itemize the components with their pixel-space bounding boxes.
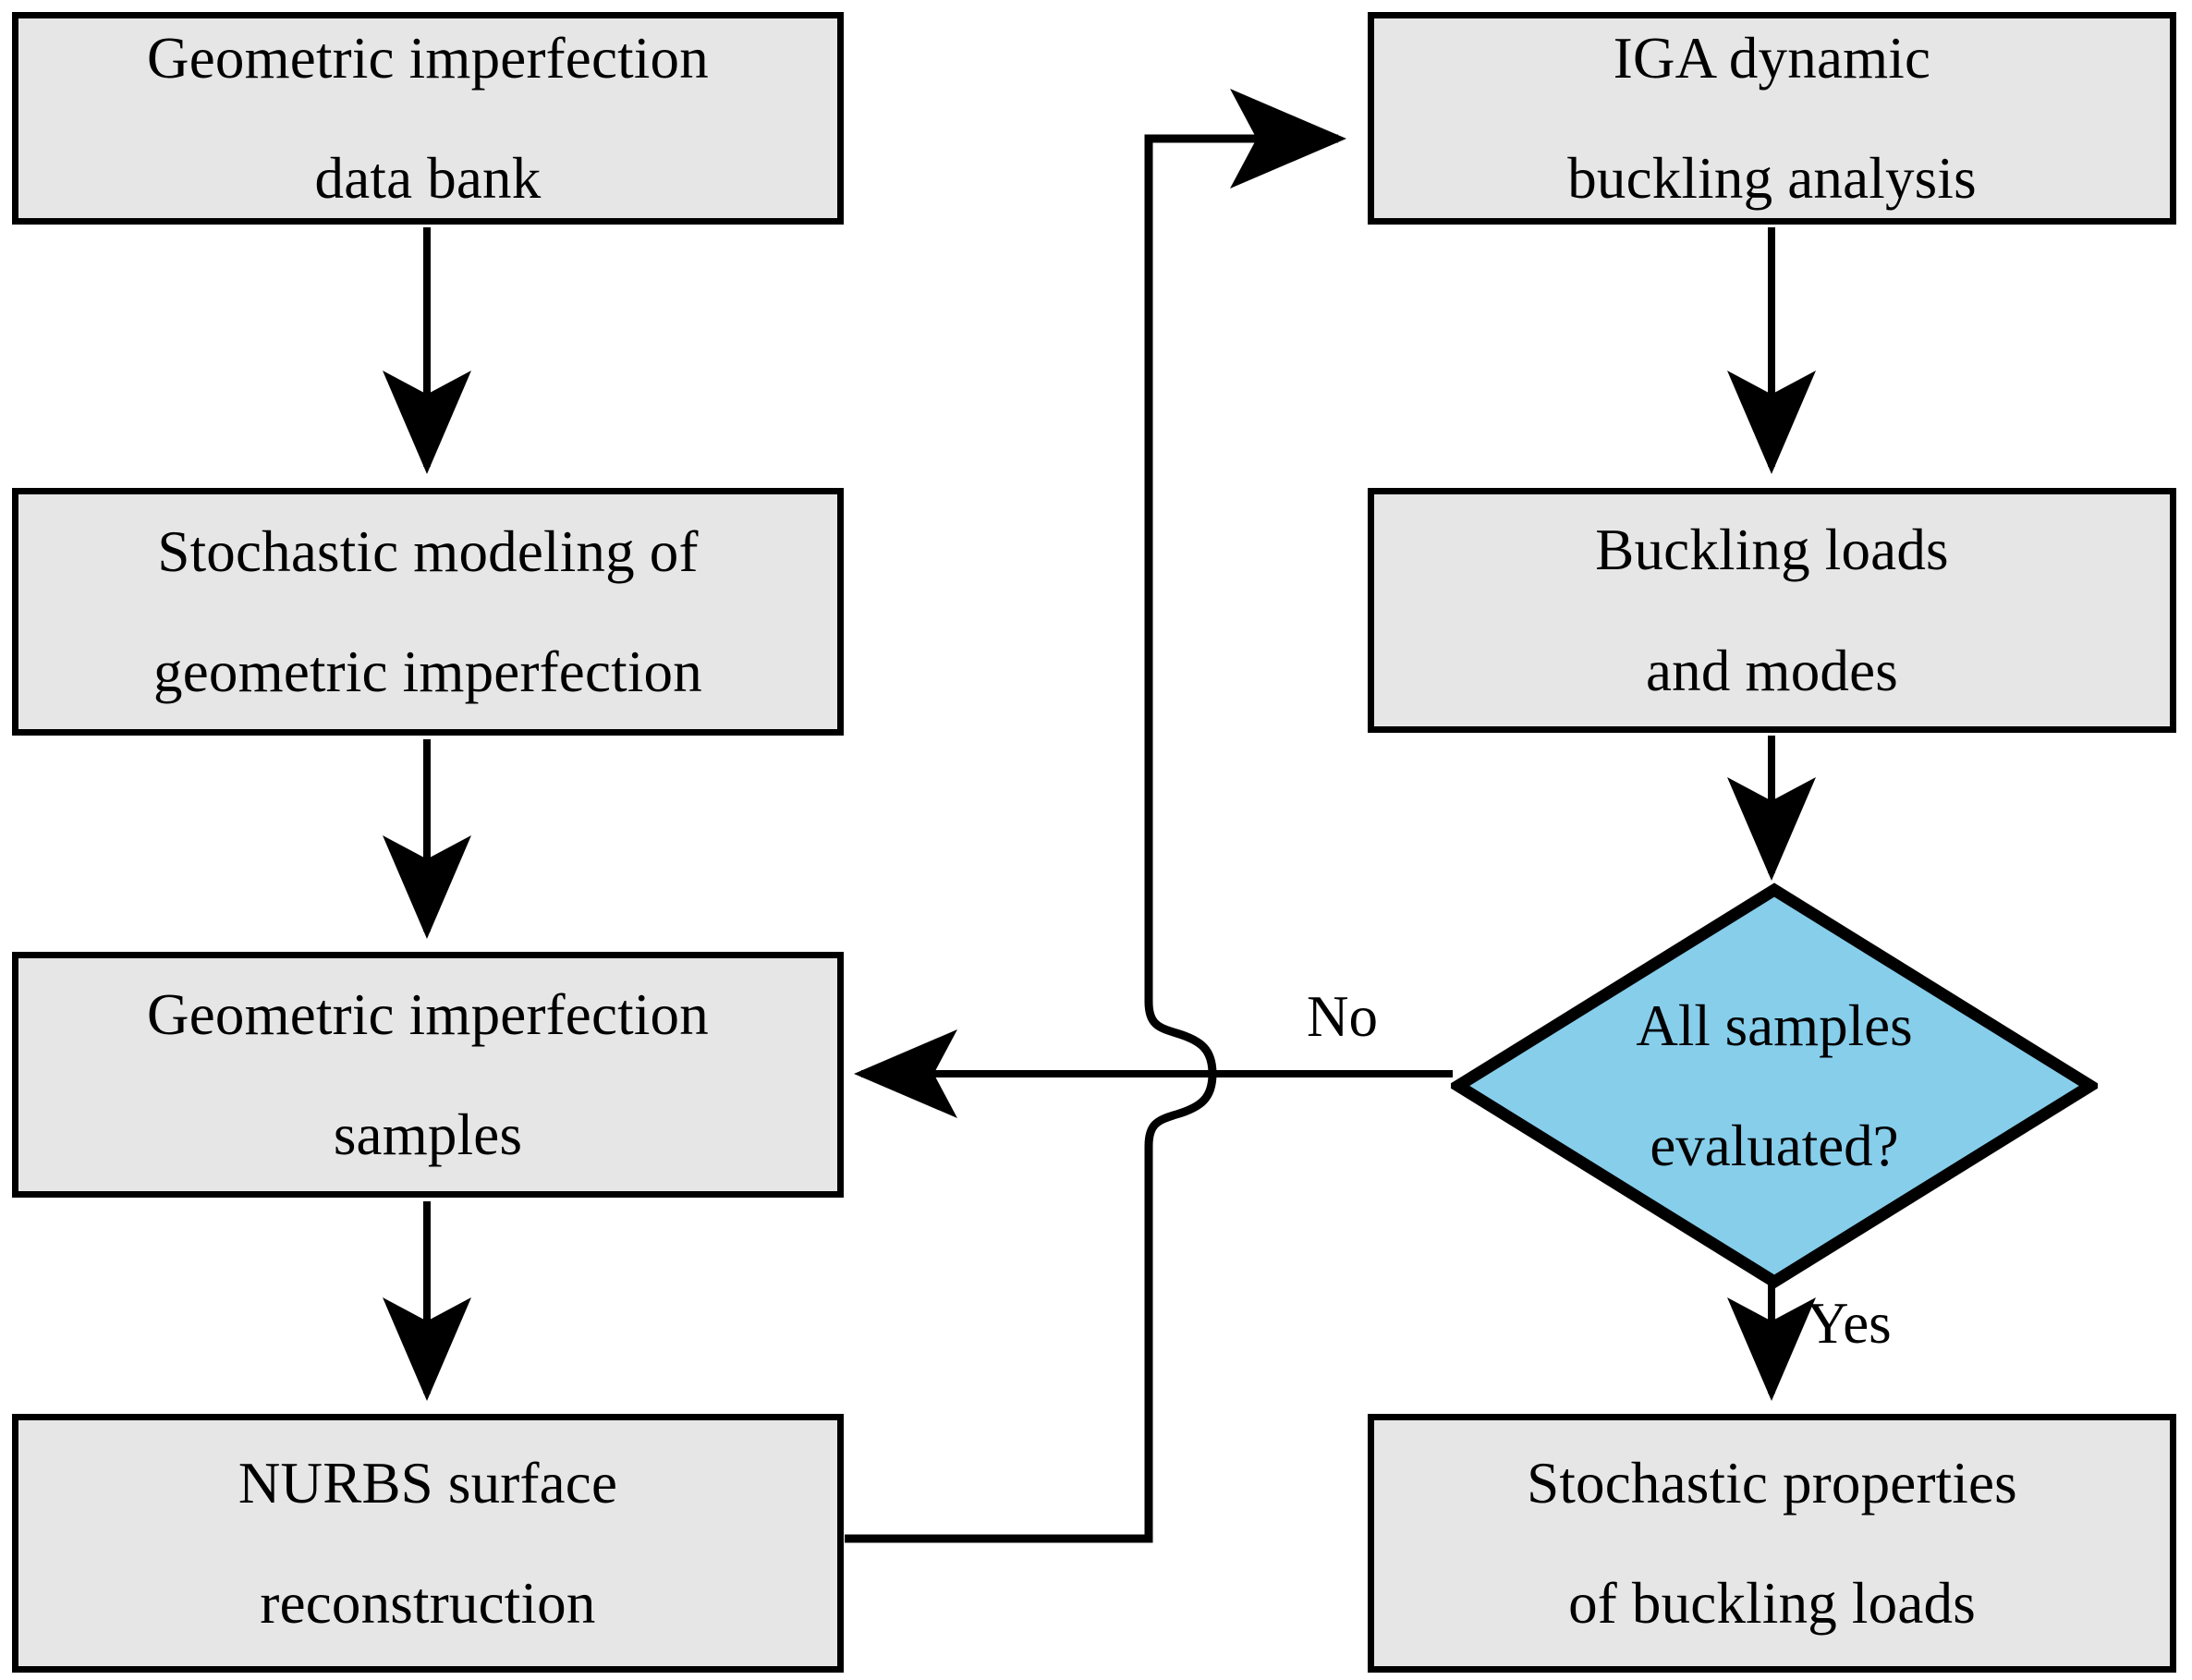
node-data-bank-line1: Geometric imperfection [147, 25, 709, 91]
node-buckling-loads[interactable]: Buckling loads and modes [1368, 488, 2176, 733]
decision-diamond-shape [1451, 883, 2098, 1289]
edge-nurbs-to-iga [845, 89, 1346, 1543]
node-imperfection-samples-line1: Geometric imperfection [147, 981, 709, 1047]
node-imperfection-samples[interactable]: Geometric imperfection samples [12, 952, 844, 1198]
edge-label-yes: Yes [1807, 1291, 1892, 1356]
node-iga-analysis-line2: buckling analysis [1567, 146, 1977, 211]
edge-label-no: No [1307, 984, 1378, 1049]
node-data-bank-line2: data bank [314, 146, 542, 211]
node-iga-analysis-line1: IGA dynamic [1613, 25, 1931, 91]
node-stochastic-properties-line1: Stochastic properties [1527, 1450, 2017, 1516]
node-iga-analysis[interactable]: IGA dynamic buckling analysis [1368, 12, 2176, 225]
node-nurbs-reconstruction-line2: reconstruction [260, 1571, 596, 1636]
node-stochastic-properties[interactable]: Stochastic properties of buckling loads [1368, 1414, 2176, 1673]
node-stochastic-modeling-line1: Stochastic modeling of [157, 518, 699, 584]
node-imperfection-samples-line2: samples [333, 1102, 523, 1167]
node-stochastic-modeling-line2: geometric imperfection [153, 639, 702, 704]
node-all-samples-evaluated[interactable]: All samples evaluated? [1451, 883, 2098, 1289]
node-buckling-loads-line1: Buckling loads [1595, 517, 1949, 583]
node-stochastic-modeling[interactable]: Stochastic modeling of geometric imperfe… [12, 488, 844, 736]
node-nurbs-reconstruction[interactable]: NURBS surface reconstruction [12, 1414, 844, 1673]
node-stochastic-properties-line2: of buckling loads [1568, 1571, 1976, 1636]
node-buckling-loads-line2: and modes [1646, 638, 1898, 703]
node-data-bank[interactable]: Geometric imperfection data bank [12, 12, 844, 225]
node-nurbs-reconstruction-line1: NURBS surface [237, 1450, 618, 1516]
